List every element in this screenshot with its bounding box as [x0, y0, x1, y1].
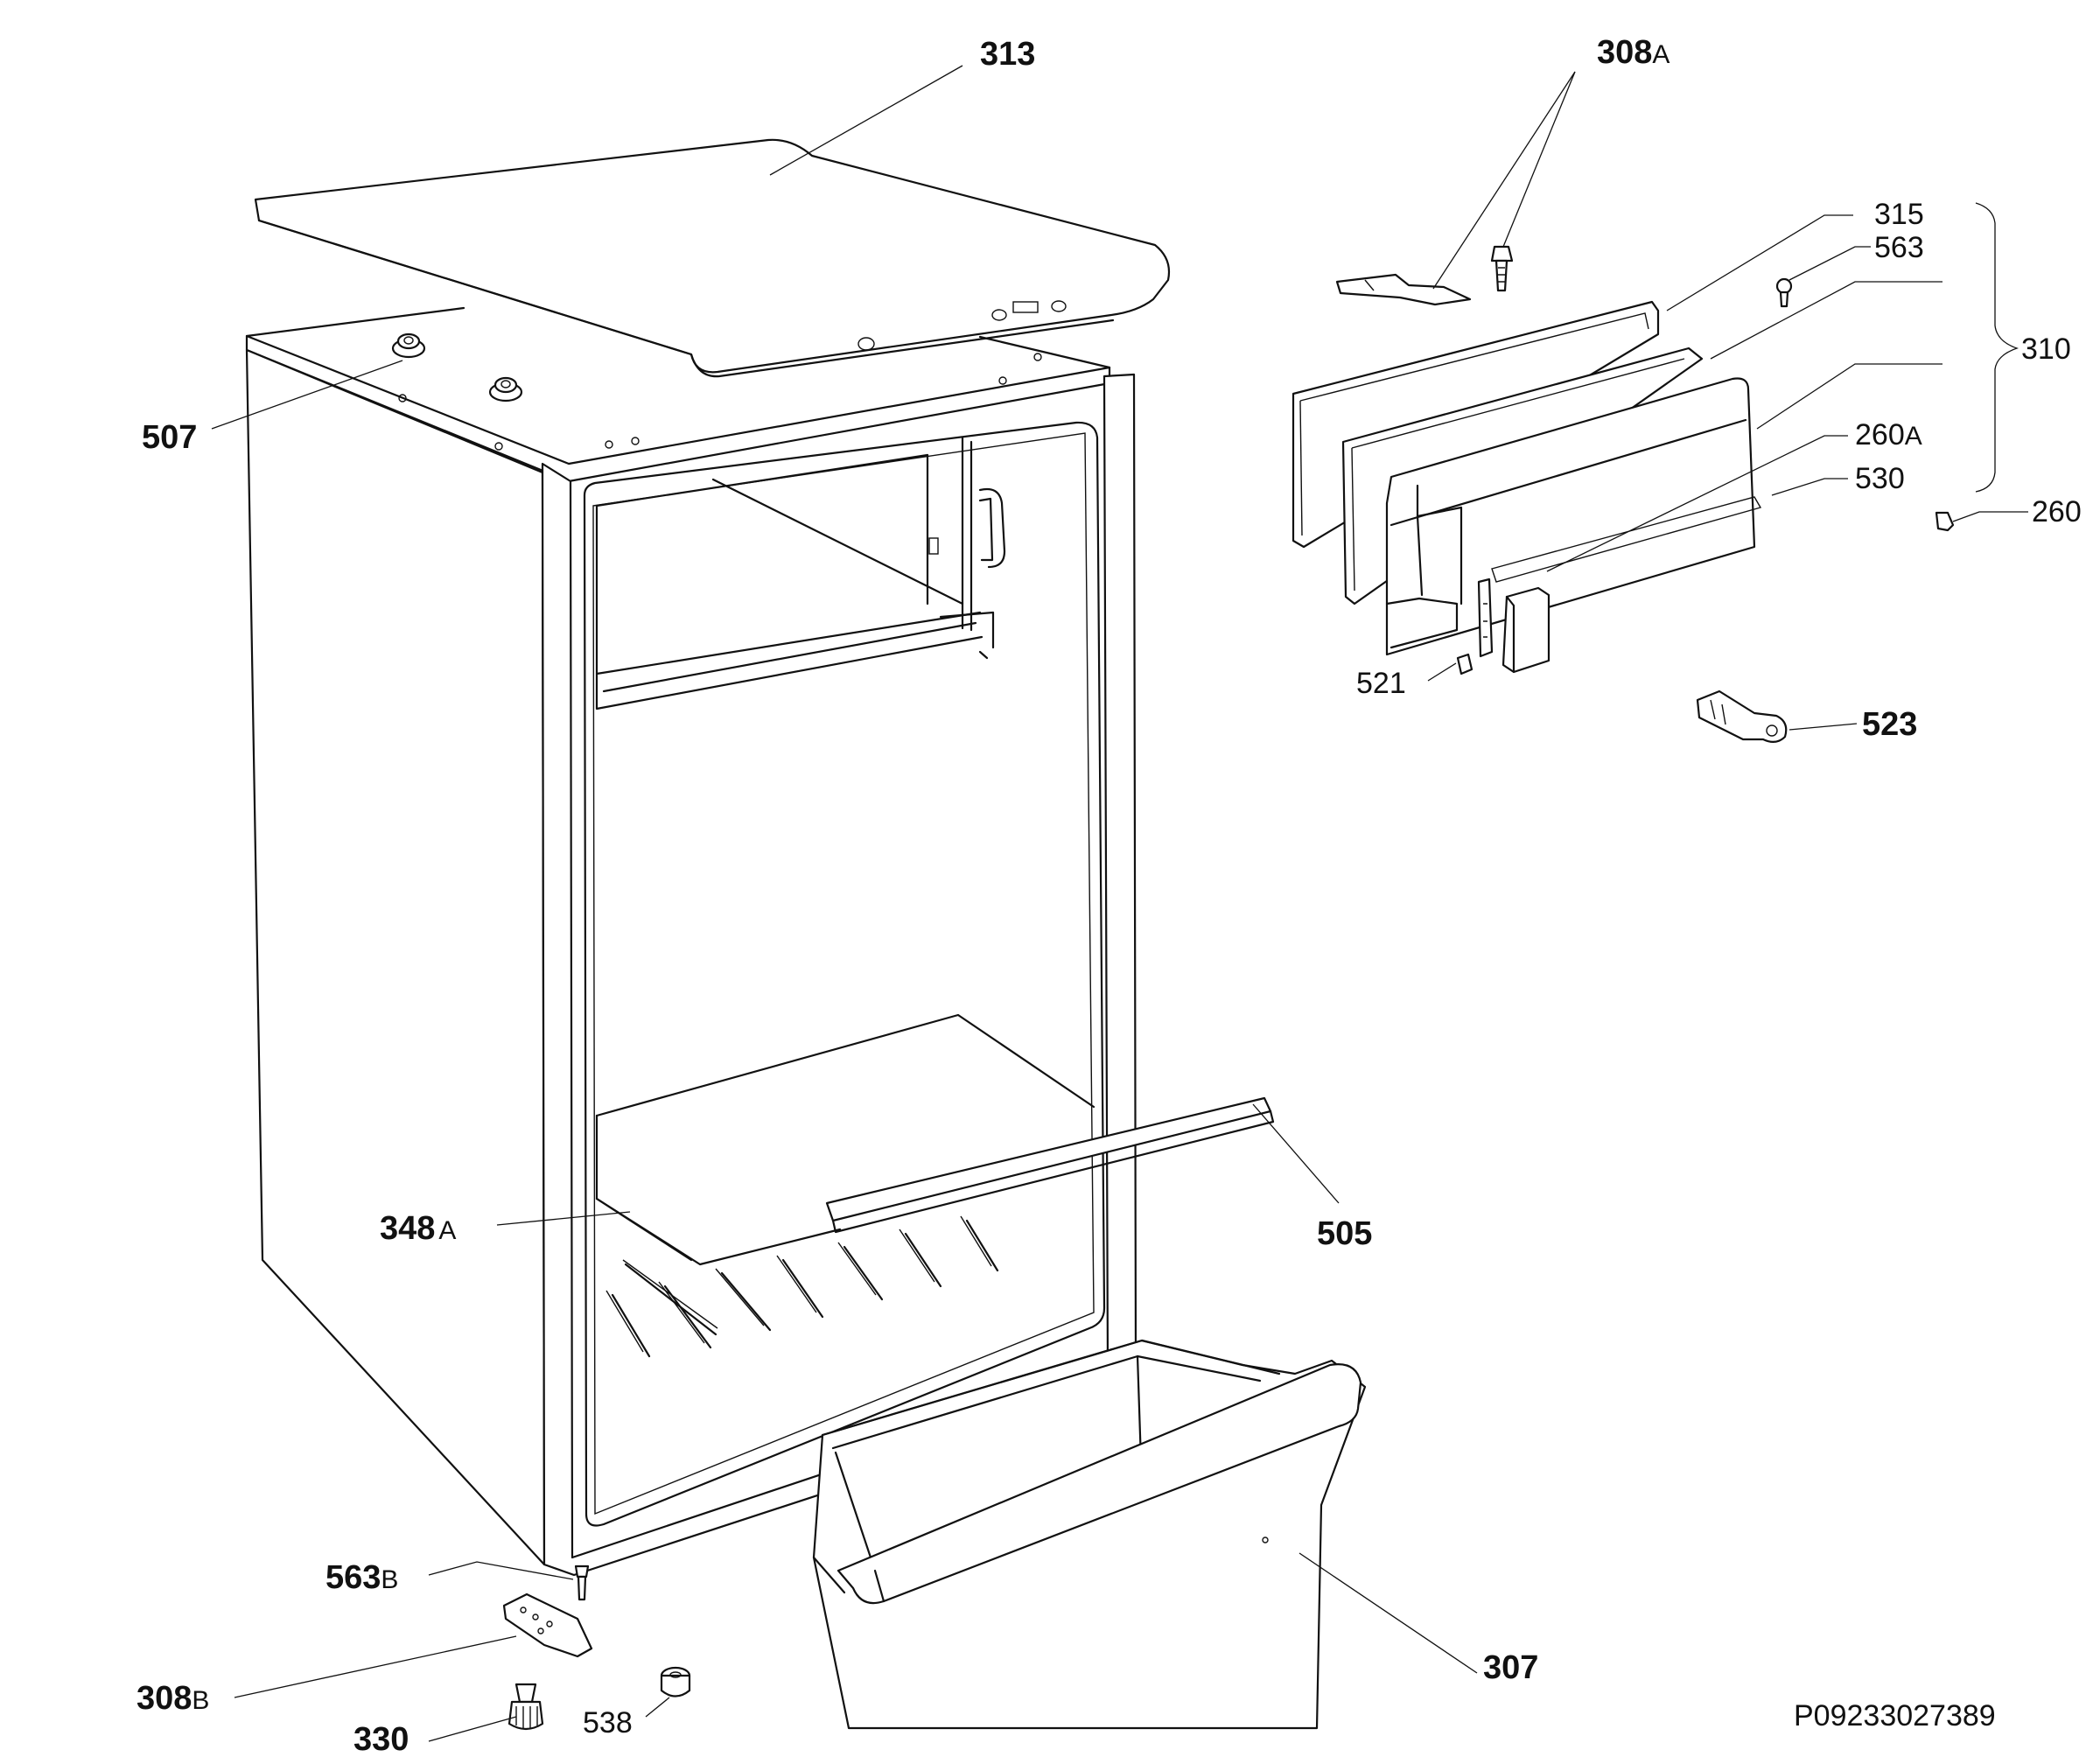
label-505: 505 — [1317, 1215, 1372, 1252]
label-521: 521 — [1356, 667, 1406, 700]
shelf-rail-part — [825, 1096, 1275, 1234]
freezer-compartment-part — [595, 436, 1006, 710]
hinge-bracket-308a — [1335, 273, 1472, 306]
spacer-538 — [660, 1666, 691, 1698]
label-308b: 308B — [136, 1680, 209, 1717]
screw-563 — [1775, 277, 1793, 308]
hinge-pin-308a — [1490, 245, 1514, 292]
label-315: 315 — [1874, 198, 1924, 231]
label-523: 523 — [1862, 706, 1917, 743]
lock-523 — [1696, 690, 1788, 743]
label-310: 310 — [2021, 332, 2071, 366]
screw-563b — [574, 1564, 590, 1601]
cabinet-body-part — [245, 306, 1138, 1577]
top-cover-part — [254, 138, 1171, 378]
label-307: 307 — [1483, 1649, 1538, 1686]
label-563: 563 — [1874, 231, 1924, 264]
label-308a: 308A — [1597, 34, 1670, 71]
glass-shelf-part — [595, 1013, 1096, 1266]
door-assembly-part — [1292, 300, 1762, 676]
label-563b: 563B — [326, 1559, 398, 1596]
label-260a: 260A — [1855, 418, 1922, 452]
adjustable-foot-330 — [508, 1683, 544, 1731]
leader-lines — [211, 65, 2028, 1742]
label-507: 507 — [142, 419, 197, 456]
label-260: 260 — [2032, 495, 2082, 528]
label-330: 330 — [354, 1721, 409, 1757]
bottom-wire-rack-part — [606, 1215, 999, 1358]
bolt-507-lower — [488, 376, 523, 402]
crisper-drawer-part — [812, 1339, 1367, 1730]
bolt-507-upper — [391, 332, 426, 359]
label-313: 313 — [980, 36, 1035, 73]
hinge-bracket-308b — [502, 1592, 593, 1658]
label-538: 538 — [583, 1706, 633, 1740]
reference-code: P09233027389 — [1794, 1699, 1996, 1732]
label-530: 530 — [1855, 462, 1905, 495]
clip-260 — [1935, 511, 1955, 532]
